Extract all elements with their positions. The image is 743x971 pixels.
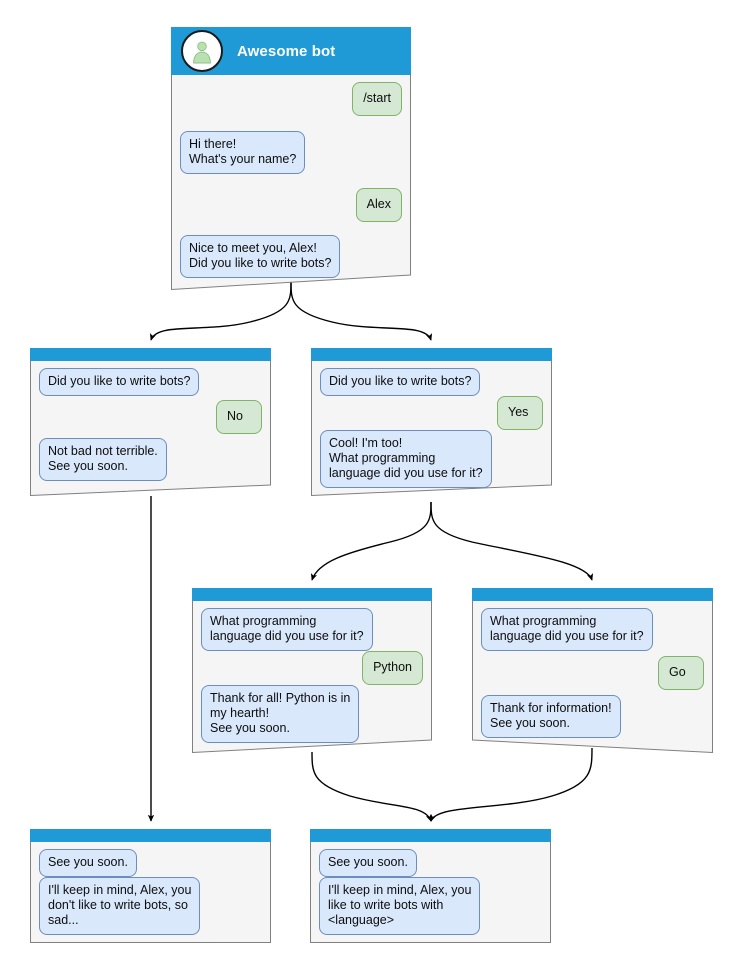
edge-root-to-no xyxy=(149,281,292,341)
node-go-branch[interactable]: What programming language did you use fo… xyxy=(472,588,713,753)
message-bubble-bot: What programming language did you use fo… xyxy=(201,608,373,651)
message-bubble-bot: Hi there! What's your name? xyxy=(180,130,306,174)
message-bubble-bot: Thank for information! See you soon. xyxy=(481,695,621,738)
node-go-branch-chat: What programming language did you use fo… xyxy=(472,601,713,745)
message-bubble-user: Go xyxy=(658,656,704,690)
edge-go-to-end-yes xyxy=(430,747,593,822)
message-bubble-user: /start xyxy=(352,82,402,116)
node-yes-branch[interactable]: Did you like to write bots? Yes Cool! I'… xyxy=(311,348,552,496)
spacer xyxy=(180,222,402,235)
message-bubble-bot: Did you like to write bots? xyxy=(320,368,481,396)
node-root[interactable]: Awesome bot /start Hi there! What's your… xyxy=(171,27,411,290)
node-no-branch-header xyxy=(30,348,271,361)
edge-yes-to-go xyxy=(430,501,594,581)
node-end-yes[interactable]: See you soon. I'll keep in mind, Alex, y… xyxy=(310,829,551,943)
node-end-no-header xyxy=(30,829,271,842)
node-end-yes-header xyxy=(310,829,551,842)
message-bubble-bot: Did you like to write bots? xyxy=(39,368,200,396)
node-python-branch-chat: What programming language did you use fo… xyxy=(192,601,432,745)
message-bubble-user: Alex xyxy=(355,188,402,223)
node-go-branch-header xyxy=(472,588,713,601)
spacer xyxy=(180,116,402,131)
message-bubble-bot: See you soon. xyxy=(319,849,417,877)
node-end-yes-chat: See you soon. I'll keep in mind, Alex, y… xyxy=(310,842,551,941)
bot-name-label: Awesome bot xyxy=(237,42,336,60)
edge-python-to-end-yes xyxy=(311,751,432,822)
edge-yes-to-python xyxy=(310,501,432,581)
node-end-no-chat: See you soon. I'll keep in mind, Alex, y… xyxy=(30,842,271,941)
node-yes-branch-chat: Did you like to write bots? Yes Cool! I'… xyxy=(311,361,552,488)
message-bubble-bot: I'll keep in mind, Alex, you don't like … xyxy=(39,877,201,935)
message-bubble-bot: See you soon. xyxy=(39,849,137,877)
node-python-branch-header xyxy=(192,588,432,601)
message-bubble-bot: Thank for all! Python is in my hearth! S… xyxy=(201,685,360,743)
person-avatar-icon xyxy=(181,30,223,72)
message-bubble-bot: Nice to meet you, Alex! Did you like to … xyxy=(180,235,341,278)
node-python-branch[interactable]: What programming language did you use fo… xyxy=(192,588,432,753)
message-bubble-user: Python xyxy=(362,651,423,685)
spacer xyxy=(180,174,402,189)
message-bubble-user: No xyxy=(216,400,262,434)
edge-root-to-yes xyxy=(290,281,433,341)
node-no-branch[interactable]: Did you like to write bots? No Not bad n… xyxy=(30,348,271,496)
message-bubble-bot: I'll keep in mind, Alex, you like to wri… xyxy=(319,877,481,935)
node-yes-branch-header xyxy=(311,348,552,361)
node-root-chat: /start Hi there! What's your name? Alex … xyxy=(171,75,411,285)
node-no-branch-chat: Did you like to write bots? No Not bad n… xyxy=(30,361,271,488)
message-bubble-bot: What programming language did you use fo… xyxy=(481,608,653,651)
message-bubble-user: Yes xyxy=(497,396,543,430)
message-bubble-bot: Not bad not terrible. See you soon. xyxy=(39,438,167,481)
node-root-header: Awesome bot xyxy=(171,27,411,75)
message-bubble-bot: Cool! I'm too! What programming language… xyxy=(320,430,492,488)
node-end-no[interactable]: See you soon. I'll keep in mind, Alex, y… xyxy=(30,829,271,943)
